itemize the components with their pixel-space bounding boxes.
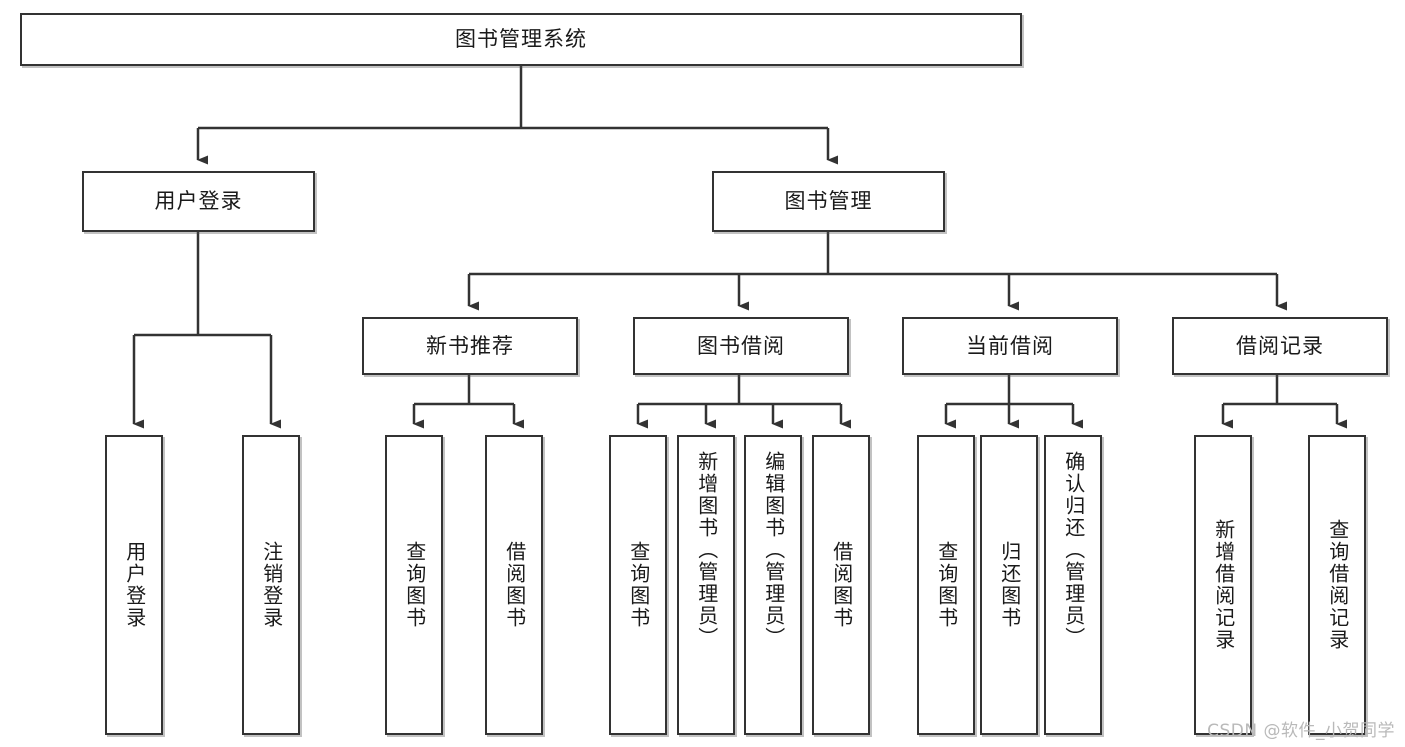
leaf-book-borrow-query-label: 查询图书 [626, 541, 651, 629]
leaf-user-login-signin[interactable]: 用户登录 [105, 435, 163, 735]
leaf-book-borrow-edit-label: 编辑图书（管理员） [761, 451, 786, 649]
node-new-book-recommend-label: 新书推荐 [426, 333, 514, 358]
leaf-new-book-borrow-label: 借阅图书 [502, 541, 527, 629]
node-current-borrow[interactable]: 当前借阅 [902, 317, 1118, 375]
leaf-user-login-signin-label: 用户登录 [122, 541, 147, 629]
leaf-new-book-borrow[interactable]: 借阅图书 [485, 435, 543, 735]
node-root-system[interactable]: 图书管理系统 [20, 13, 1022, 66]
leaf-borrow-record-query[interactable]: 查询借阅记录 [1308, 435, 1366, 735]
leaf-book-borrow-edit[interactable]: 编辑图书（管理员） [744, 435, 802, 735]
leaf-current-borrow-confirm-label: 确认归还（管理员） [1061, 451, 1086, 649]
leaf-current-borrow-return-label: 归还图书 [997, 541, 1022, 629]
leaf-new-book-query-label: 查询图书 [402, 541, 427, 629]
node-borrow-record[interactable]: 借阅记录 [1172, 317, 1388, 375]
node-book-management[interactable]: 图书管理 [712, 171, 945, 232]
leaf-user-login-signout-label: 注销登录 [259, 541, 284, 629]
node-new-book-recommend[interactable]: 新书推荐 [362, 317, 578, 375]
node-book-borrow-label: 图书借阅 [697, 333, 785, 358]
leaf-book-borrow-lend-label: 借阅图书 [829, 541, 854, 629]
leaf-new-book-query[interactable]: 查询图书 [385, 435, 443, 735]
leaf-borrow-record-query-label: 查询借阅记录 [1325, 519, 1350, 651]
leaf-user-login-signout[interactable]: 注销登录 [242, 435, 300, 735]
leaf-book-borrow-query[interactable]: 查询图书 [609, 435, 667, 735]
leaf-current-borrow-query[interactable]: 查询图书 [917, 435, 975, 735]
node-user-login[interactable]: 用户登录 [82, 171, 315, 232]
leaf-borrow-record-add-label: 新增借阅记录 [1211, 519, 1236, 651]
node-borrow-record-label: 借阅记录 [1236, 333, 1324, 358]
leaf-current-borrow-return[interactable]: 归还图书 [980, 435, 1038, 735]
leaf-borrow-record-add[interactable]: 新增借阅记录 [1194, 435, 1252, 735]
node-book-borrow[interactable]: 图书借阅 [633, 317, 849, 375]
leaf-current-borrow-confirm[interactable]: 确认归还（管理员） [1044, 435, 1102, 735]
leaf-current-borrow-query-label: 查询图书 [934, 541, 959, 629]
leaf-book-borrow-add-label: 新增图书（管理员） [694, 451, 719, 649]
leaf-book-borrow-add[interactable]: 新增图书（管理员） [677, 435, 735, 735]
node-book-management-label: 图书管理 [784, 189, 873, 214]
node-current-borrow-label: 当前借阅 [966, 333, 1054, 358]
leaf-book-borrow-lend[interactable]: 借阅图书 [812, 435, 870, 735]
node-root-system-label: 图书管理系统 [455, 27, 587, 52]
node-user-login-label: 用户登录 [154, 189, 243, 214]
